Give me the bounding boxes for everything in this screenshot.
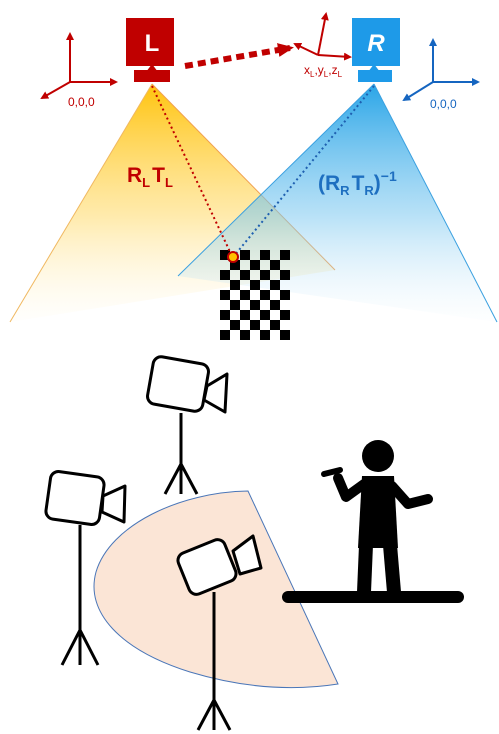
checker-square (220, 270, 230, 280)
checker-square (260, 290, 270, 300)
video-camera-icon (44, 470, 127, 666)
checker-square (260, 270, 270, 280)
checker-square (240, 330, 250, 340)
checker-square (240, 290, 250, 300)
checker-square (280, 290, 290, 300)
right-axes-icon (402, 38, 480, 102)
checker-square (230, 260, 240, 270)
checker-square (240, 250, 250, 260)
checker-square (280, 250, 290, 260)
checker-square (250, 300, 260, 310)
checker-square (220, 290, 230, 300)
camera-transform-arrow (184, 43, 294, 69)
checker-square (260, 250, 270, 260)
checker-square (270, 280, 280, 290)
checker-square (270, 300, 280, 310)
checker-square (260, 330, 270, 340)
local-coordinates-label: xL,yL,zL (304, 63, 343, 79)
checker-square (270, 260, 280, 270)
right-projection-ray (233, 85, 375, 257)
checker-square (250, 320, 260, 330)
checker-square (220, 250, 230, 260)
left-origin-label: 0,0,0 (68, 95, 95, 109)
person-with-microphone-icon (321, 440, 433, 593)
checker-square (270, 320, 280, 330)
right-camera-icon: R (352, 18, 400, 82)
checker-square (230, 320, 240, 330)
video-camera-icon (176, 534, 263, 731)
checker-square (220, 330, 230, 340)
right-origin-label: 0,0,0 (430, 97, 457, 111)
corner-point-marker (227, 251, 239, 263)
video-camera-icon (146, 355, 229, 495)
right-camera-label: R (367, 30, 385, 57)
right-transform-label: (RRTR)−1 (318, 168, 397, 198)
local-axes-icon (293, 12, 352, 61)
checker-square (240, 310, 250, 320)
left-camera-icon: L (126, 18, 174, 82)
left-transform-label: RLTL (127, 164, 173, 190)
checker-square (250, 260, 260, 270)
checker-square (280, 330, 290, 340)
checker-square (280, 270, 290, 280)
checker-square (230, 300, 240, 310)
checker-square (220, 310, 230, 320)
checker-square (230, 280, 240, 290)
left-camera-label: L (145, 30, 160, 57)
left-projection-ray (151, 85, 233, 257)
left-axes-icon (40, 32, 118, 99)
checker-square (250, 280, 260, 290)
checker-square (260, 310, 270, 320)
checker-square (280, 310, 290, 320)
checker-square (240, 270, 250, 280)
stage-platform-icon (282, 591, 464, 603)
checkerboard-pattern-icon (220, 250, 290, 340)
coverage-region (93, 490, 339, 689)
